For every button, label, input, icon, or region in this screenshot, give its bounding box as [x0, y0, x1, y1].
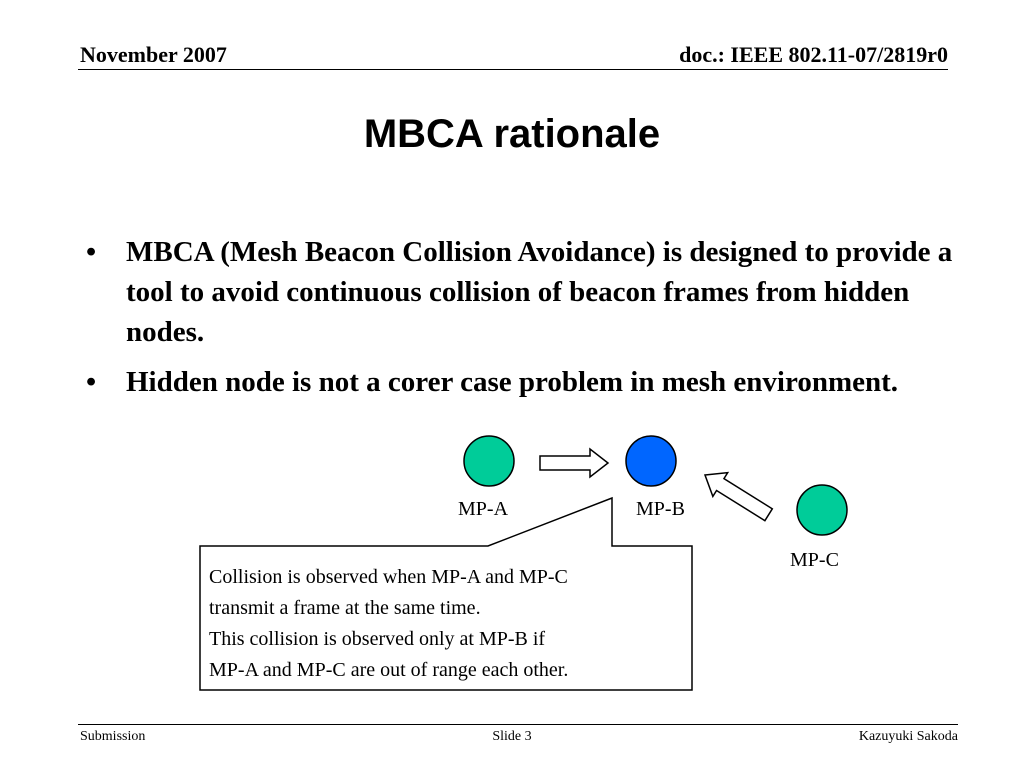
callout-text: Collision is observed when MP-A and MP-C… [209, 562, 689, 686]
slide-title: MBCA rationale [363, 112, 661, 156]
bullet-item: • MBCA (Mesh Beacon Collision Avoidance)… [82, 232, 962, 352]
node-mp-a [463, 435, 515, 487]
arrow-c-to-b [703, 471, 774, 522]
bullet-list: • MBCA (Mesh Beacon Collision Avoidance)… [82, 232, 962, 412]
footer-slide-number: Slide 3 [492, 729, 532, 744]
footer-submission: Submission [80, 729, 146, 744]
header-rule [78, 69, 948, 70]
footer-author: Kazuyuki Sakoda [858, 729, 958, 744]
callout-box [199, 496, 693, 691]
node-mp-c [796, 484, 848, 536]
node-label-mp-b: MP-B [636, 498, 685, 520]
bullet-text: Hidden node is not a corer case problem … [126, 366, 899, 398]
bullet-marker: • [86, 366, 97, 398]
node-label-mp-c: MP-C [790, 549, 839, 571]
bullet-marker: • [86, 236, 97, 268]
callout-line: MP-A and MP-C are out of range each othe… [209, 659, 569, 681]
callout-line: This collision is observed only at MP-B … [209, 628, 546, 650]
header-doc-id: doc.: IEEE 802.11-07/2819r0 [679, 42, 948, 67]
callout-line: Collision is observed when MP-A and MP-C [209, 566, 568, 588]
bullet-item: • Hidden node is not a corer case proble… [82, 362, 962, 402]
callout-line: transmit a frame at the same time. [209, 597, 481, 619]
node-label-mp-a: MP-A [458, 498, 509, 520]
header-date: November 2007 [80, 42, 227, 67]
node-mp-b [625, 435, 677, 487]
arrow-a-to-b [539, 447, 610, 479]
bullet-text: MBCA (Mesh Beacon Collision Avoidance) i… [126, 236, 953, 348]
footer-rule [78, 724, 958, 725]
